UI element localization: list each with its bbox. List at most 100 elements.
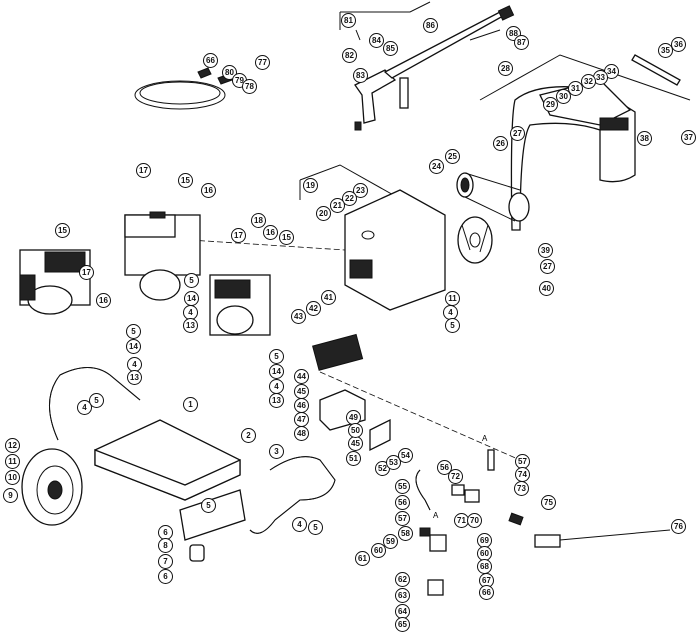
callout-part-76: 76 <box>671 519 686 534</box>
connection-mark-a: A <box>482 434 488 443</box>
callout-part-42: 42 <box>306 301 321 316</box>
callout-part-55: 55 <box>395 479 410 494</box>
callout-part-31: 31 <box>568 81 583 96</box>
callout-part-18: 18 <box>251 213 266 228</box>
callout-part-68: 68 <box>477 559 492 574</box>
hose-assembly <box>134 67 236 110</box>
callout-part-16: 16 <box>263 225 278 240</box>
callout-part-15: 15 <box>178 173 193 188</box>
callout-part-37: 37 <box>681 130 696 145</box>
callout-part-54: 54 <box>398 448 413 463</box>
callout-part-77: 77 <box>255 55 270 70</box>
callout-part-5: 5 <box>308 520 323 535</box>
callout-part-5: 5 <box>184 273 199 288</box>
callout-part-65: 65 <box>395 617 410 632</box>
callout-part-72: 72 <box>448 469 463 484</box>
callout-part-15: 15 <box>55 223 70 238</box>
callout-part-74: 74 <box>515 467 530 482</box>
callout-part-12: 12 <box>5 438 20 453</box>
callout-part-16: 16 <box>201 183 216 198</box>
callout-part-56: 56 <box>395 495 410 510</box>
callout-part-17: 17 <box>136 163 151 178</box>
callout-part-13: 13 <box>183 318 198 333</box>
callout-part-14: 14 <box>126 339 141 354</box>
callout-part-27: 27 <box>510 126 525 141</box>
callout-part-70: 70 <box>467 513 482 528</box>
callout-part-1: 1 <box>183 397 198 412</box>
callout-part-43: 43 <box>291 309 306 324</box>
callout-part-4: 4 <box>292 517 307 532</box>
callout-part-14: 14 <box>269 364 284 379</box>
callout-part-13: 13 <box>127 370 142 385</box>
callout-part-22: 22 <box>342 191 357 206</box>
callout-part-6: 6 <box>158 569 173 584</box>
callout-part-41: 41 <box>321 290 336 305</box>
callout-part-30: 30 <box>556 89 571 104</box>
callout-part-66: 66 <box>479 585 494 600</box>
callout-part-36: 36 <box>671 37 686 52</box>
callout-part-45: 45 <box>294 384 309 399</box>
callout-part-11: 11 <box>5 454 20 469</box>
callout-part-32: 32 <box>581 74 596 89</box>
callout-part-17: 17 <box>231 228 246 243</box>
callout-part-14: 14 <box>184 291 199 306</box>
callout-part-13: 13 <box>269 393 284 408</box>
callout-part-38: 38 <box>637 131 652 146</box>
callout-part-47: 47 <box>294 412 309 427</box>
callout-part-15: 15 <box>279 230 294 245</box>
spray-gun-assembly <box>339 1 515 131</box>
callout-part-66: 66 <box>203 53 218 68</box>
callout-part-50: 50 <box>348 423 363 438</box>
callout-part-5: 5 <box>445 318 460 333</box>
callout-part-40: 40 <box>539 281 554 296</box>
callout-part-82: 82 <box>342 48 357 63</box>
callout-part-86: 86 <box>423 18 438 33</box>
callout-part-81: 81 <box>341 13 356 28</box>
callout-part-19: 19 <box>303 178 318 193</box>
callout-part-27: 27 <box>540 259 555 274</box>
callout-part-63: 63 <box>395 588 410 603</box>
callout-part-28: 28 <box>498 61 513 76</box>
mounting-plate <box>189 164 446 311</box>
callout-part-51: 51 <box>346 451 361 466</box>
callout-part-39: 39 <box>538 243 553 258</box>
callout-part-56: 56 <box>437 460 452 475</box>
callout-part-85: 85 <box>383 41 398 56</box>
callout-part-20: 20 <box>316 206 331 221</box>
callout-part-26: 26 <box>493 136 508 151</box>
callout-part-17: 17 <box>79 265 94 280</box>
callout-part-4: 4 <box>77 400 92 415</box>
callout-part-3: 3 <box>269 444 284 459</box>
callout-part-73: 73 <box>514 481 529 496</box>
callout-part-59: 59 <box>383 534 398 549</box>
callout-part-45: 45 <box>348 436 363 451</box>
callout-part-29: 29 <box>543 97 558 112</box>
callout-part-60: 60 <box>371 543 386 558</box>
callout-part-16: 16 <box>96 293 111 308</box>
callout-part-10: 10 <box>5 470 20 485</box>
frame-and-wheels <box>21 367 336 562</box>
callout-part-83: 83 <box>353 68 368 83</box>
callout-part-84: 84 <box>369 33 384 48</box>
callout-part-9: 9 <box>3 488 18 503</box>
callout-part-5: 5 <box>269 349 284 364</box>
callout-part-53: 53 <box>386 455 401 470</box>
callout-part-62: 62 <box>395 572 410 587</box>
callout-part-8: 8 <box>158 538 173 553</box>
callout-part-48: 48 <box>294 426 309 441</box>
callout-part-35: 35 <box>658 43 673 58</box>
engines <box>19 211 271 336</box>
plumbing-fittings <box>415 449 671 596</box>
callout-part-5: 5 <box>89 393 104 408</box>
callout-part-23: 23 <box>353 183 368 198</box>
callout-part-58: 58 <box>398 526 413 541</box>
callout-part-44: 44 <box>294 369 309 384</box>
callout-part-25: 25 <box>445 149 460 164</box>
callout-part-4: 4 <box>269 379 284 394</box>
callout-part-21: 21 <box>330 198 345 213</box>
connection-mark-a: A <box>433 511 439 520</box>
callout-part-78: 78 <box>242 79 257 94</box>
callout-part-2: 2 <box>241 428 256 443</box>
pulleys-and-belt <box>456 172 530 264</box>
